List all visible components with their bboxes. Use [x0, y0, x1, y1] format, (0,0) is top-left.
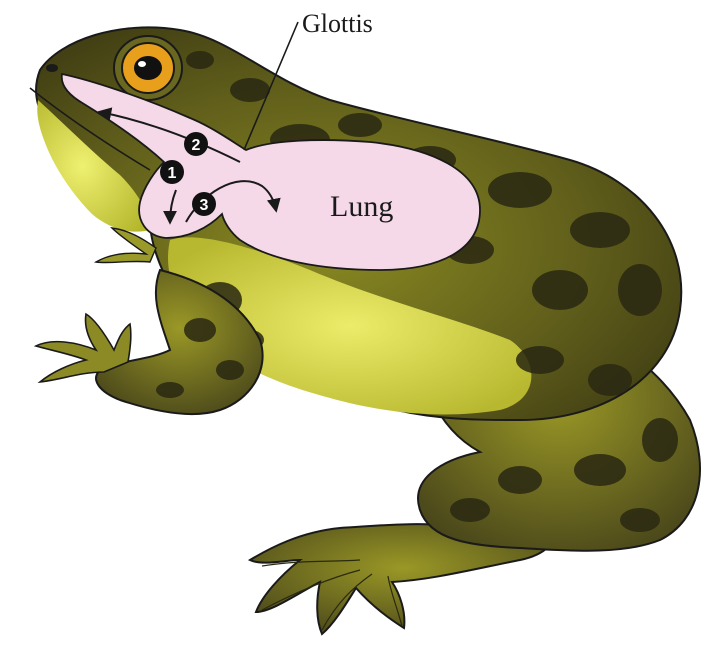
step-marker-1: 1 [160, 160, 184, 184]
step-marker-3: 3 [192, 192, 216, 216]
step-number-1: 1 [168, 165, 177, 182]
step-number-3: 3 [200, 197, 209, 214]
eye [114, 36, 182, 100]
step-marker-2: 2 [184, 132, 208, 156]
lung-label: Lung [330, 190, 393, 223]
glottis-label: Glottis [302, 9, 373, 38]
back-hand [96, 228, 156, 263]
step-number-2: 2 [192, 137, 201, 154]
